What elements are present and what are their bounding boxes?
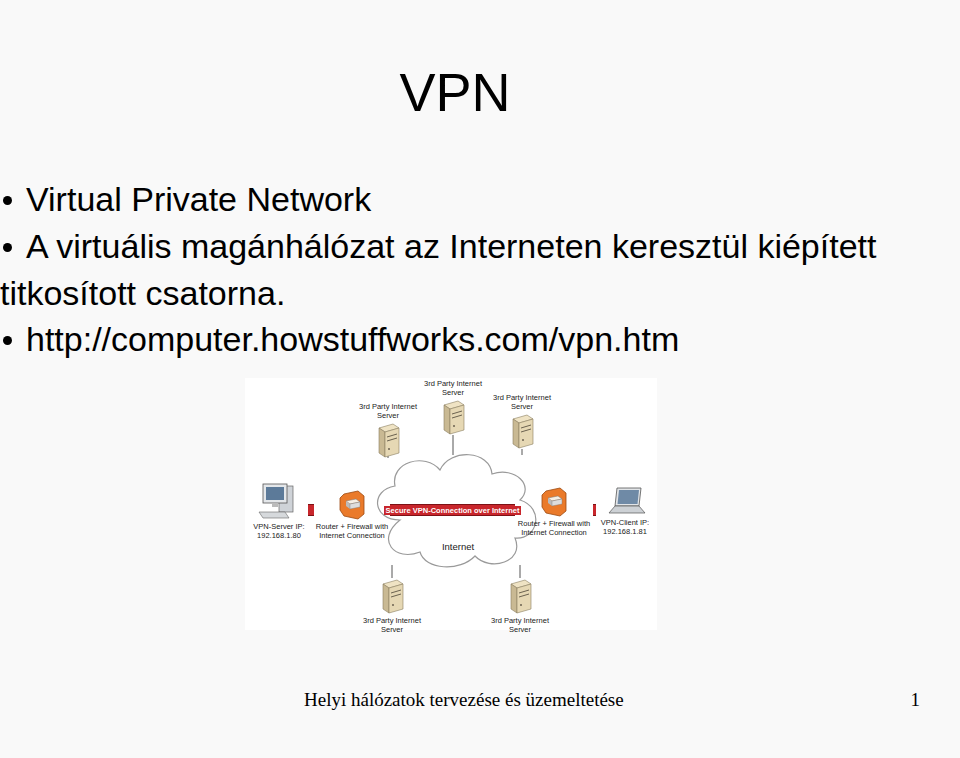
computer-icon [257, 482, 301, 520]
server-icon [440, 399, 466, 435]
server-drawing [379, 578, 405, 614]
bullet-dot [3, 243, 12, 252]
server-icon [509, 413, 535, 449]
bullet-dot [3, 336, 12, 345]
network-link [522, 449, 523, 455]
server-drawing [509, 413, 535, 449]
server-drawing [440, 399, 466, 435]
server-icon [507, 578, 533, 614]
node-label: VPN-Server IP: 192.168.1.80 [250, 522, 308, 540]
router-icon [338, 490, 366, 520]
server-icon [375, 422, 401, 458]
router-icon [540, 487, 568, 517]
router-drawing [338, 490, 366, 520]
tunnel-label: Secure VPN-Connection over Internet [384, 506, 522, 515]
network-link [453, 435, 454, 455]
connector-group [392, 565, 393, 578]
node-label: 3rd Party Internet Server [484, 616, 556, 634]
connector-group [522, 449, 523, 455]
server-node: 3rd Party Internet Server [356, 578, 428, 634]
vpn-tunnel-edge-shadow [593, 504, 596, 516]
vpn-server-node: VPN-Server IP: 192.168.1.80 [250, 482, 308, 540]
server-icon [379, 578, 405, 614]
bullet-line: Virtual Private Network [0, 176, 940, 223]
connector-group [308, 510, 314, 511]
vpn-tunnel-edge-shadow [308, 504, 314, 516]
bullet-dot [3, 196, 12, 205]
bullet-line: A virtuális magánhálózat az Interneten k… [0, 223, 930, 317]
bullet-line: http://computer.howstuffworks.com/vpn.ht… [0, 316, 940, 363]
slide-title: VPN [300, 60, 610, 124]
connector-group [520, 565, 521, 578]
laptop-drawing [603, 486, 647, 516]
node-label: 3rd Party Internet Server [356, 616, 428, 634]
node-label: 3rd Party Internet Server [418, 379, 488, 397]
bullet-text: Virtual Private Network [26, 180, 371, 218]
node-label: Router + Firewall with Internet Connecti… [314, 522, 390, 540]
server-node: 3rd Party Internet Server [484, 578, 556, 634]
vpn-client-node: VPN-Client IP: 192.168.1.81 [596, 486, 654, 536]
server-node: 3rd Party Internet Server [486, 393, 558, 449]
server-drawing [375, 422, 401, 458]
cloud-label: Internet [442, 541, 474, 553]
server-node: 3rd Party Internet Server [418, 379, 488, 435]
router-node: Router + Firewall with Internet Connecti… [314, 490, 390, 540]
server-drawing [507, 578, 533, 614]
connector-group [593, 510, 596, 511]
bullet-link: http://computer.howstuffworks.com/vpn.ht… [26, 320, 679, 358]
node-label: 3rd Party Internet Server [352, 402, 424, 420]
network-link [520, 565, 521, 578]
server-node: 3rd Party Internet Server [352, 402, 424, 458]
node-label: VPN-Client IP: 192.168.1.81 [596, 518, 654, 536]
footer-text: Helyi hálózatok tervezése és üzemeltetés… [304, 688, 724, 712]
router-drawing [540, 487, 568, 517]
node-label: 3rd Party Internet Server [486, 393, 558, 411]
vpn-tunnel [593, 505, 596, 515]
vpn-tunnel [308, 505, 314, 515]
connector-group [453, 435, 454, 455]
computer-drawing [257, 482, 301, 520]
network-link [392, 565, 393, 578]
picture-ground [245, 378, 657, 630]
internet-cloud [378, 455, 536, 567]
page-number: 1 [880, 688, 920, 712]
laptop-icon [603, 486, 647, 516]
node-label: Router + Firewall with Internet Connecti… [515, 519, 593, 537]
bullet-text: A virtuális magánhálózat az Interneten k… [0, 227, 876, 312]
router-node: Router + Firewall with Internet Connecti… [515, 487, 593, 537]
